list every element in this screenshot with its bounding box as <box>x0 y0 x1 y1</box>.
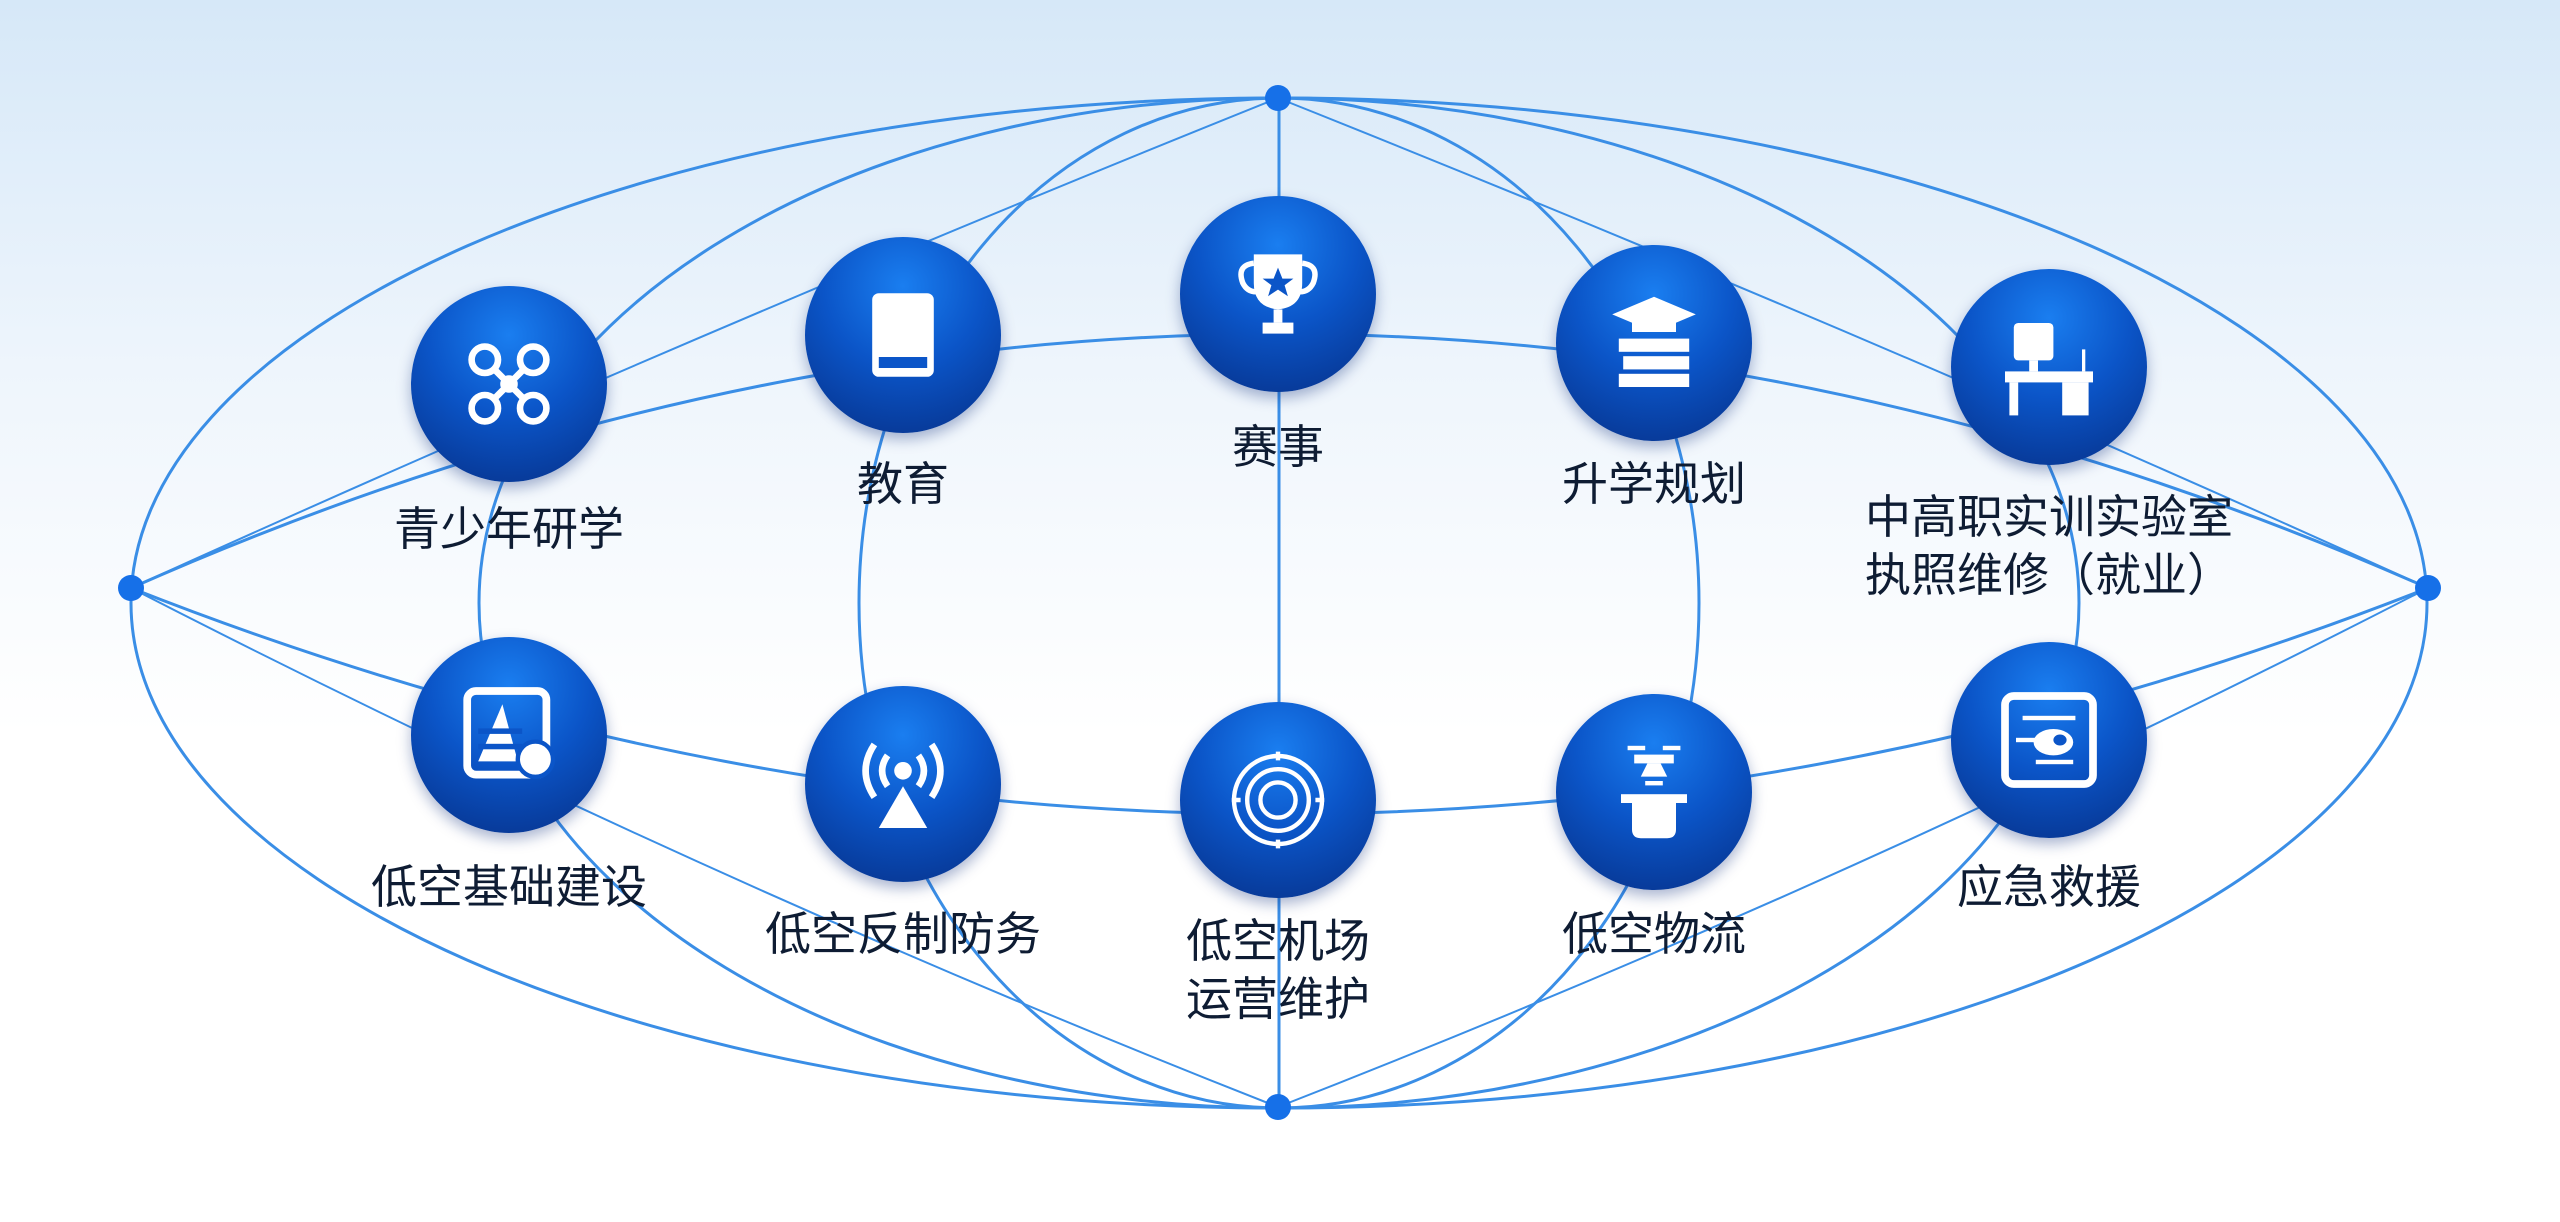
node-competition[interactable] <box>1180 196 1376 392</box>
signal-tower-icon <box>862 742 944 828</box>
label-line-2: 执照维修（就业） <box>1865 548 2233 602</box>
book-icon <box>872 293 934 377</box>
node-airport-operations[interactable] <box>1180 702 1376 898</box>
infrastructure-icon <box>463 687 556 779</box>
node-counter-defense[interactable] <box>805 686 1001 882</box>
label-admission-planning: 升学规划 <box>1562 457 1746 511</box>
label-logistics: 低空物流 <box>1562 907 1746 961</box>
node-infrastructure[interactable] <box>411 637 607 833</box>
label-competition: 赛事 <box>1232 420 1324 474</box>
left-junction-dot <box>118 575 144 601</box>
right-junction-dot <box>2415 575 2441 601</box>
node-youth-study[interactable] <box>411 286 607 482</box>
label-line-2: 运营维护 <box>1186 972 1370 1026</box>
label-emergency-rescue: 应急救援 <box>1957 860 2141 914</box>
graduation-cap-books-icon <box>1612 296 1696 387</box>
node-vocational-lab[interactable] <box>1951 269 2147 465</box>
delivery-drone-icon <box>1621 745 1687 839</box>
airport-radar-icon <box>1231 751 1325 849</box>
label-infrastructure: 低空基础建设 <box>371 860 647 914</box>
label-line-1: 中高职实训实验室 <box>1865 490 2233 544</box>
drone-icon <box>468 343 550 425</box>
node-emergency-rescue[interactable] <box>1951 642 2147 838</box>
top-junction-dot <box>1265 85 1291 111</box>
workstation-icon <box>2005 323 2093 416</box>
node-admission-planning[interactable] <box>1556 245 1752 441</box>
node-logistics[interactable] <box>1556 694 1752 890</box>
node-education[interactable] <box>805 237 1001 433</box>
bottom-junction-dot <box>1265 1094 1291 1120</box>
label-counter-defense: 低空反制防务 <box>765 907 1041 961</box>
helicopter-icon <box>2001 692 2097 788</box>
label-vocational-lab: 中高职实训实验室 执照维修（就业） <box>1865 488 2233 604</box>
label-airport-operations: 低空机场 运营维护 <box>1186 912 1370 1028</box>
trophy-icon <box>1238 254 1318 334</box>
label-line-1: 低空机场 <box>1186 914 1370 968</box>
label-youth-study: 青少年研学 <box>394 502 624 556</box>
label-education: 教育 <box>857 457 949 511</box>
